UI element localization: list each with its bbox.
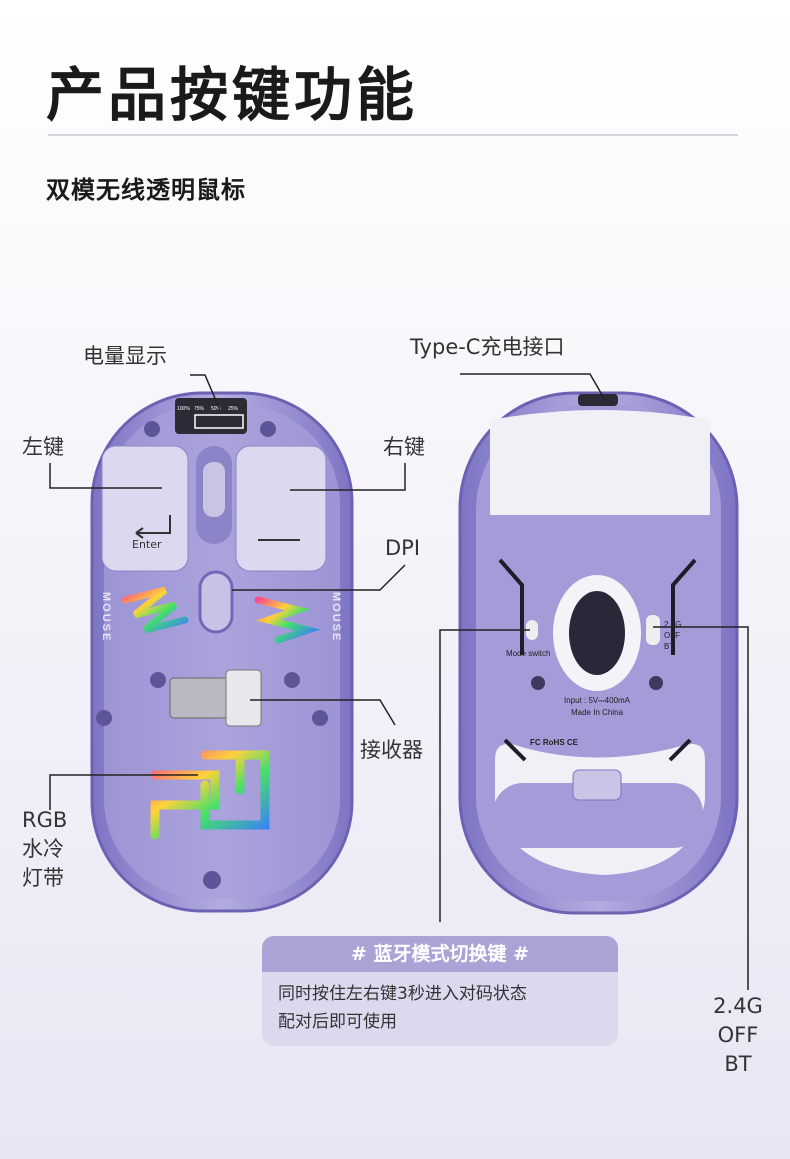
svg-text:FC RoHS CE: FC RoHS CE <box>530 738 579 747</box>
typec-port <box>578 394 618 406</box>
svg-text:BT: BT <box>664 642 674 651</box>
svg-text:75%: 75% <box>194 406 205 412</box>
svg-text:25%: 25% <box>228 406 239 412</box>
label-left-key: 左键 <box>22 435 64 459</box>
label-dpi: DPI <box>385 536 421 560</box>
svg-text:50%: 50% <box>211 406 222 412</box>
label-battery: 电量显示 <box>83 344 167 368</box>
power-switch <box>646 615 660 645</box>
left-button <box>101 445 189 572</box>
page-subtitle: 双模无线透明鼠标 <box>46 176 246 204</box>
right-button <box>235 445 327 572</box>
leader-lines <box>49 373 749 990</box>
dpi-button <box>198 570 234 634</box>
mode-switch-button <box>526 620 538 640</box>
usb-receiver <box>169 677 231 719</box>
battery-levels: 100% 75% 50% 25% <box>177 406 239 412</box>
brand-text-right: MOUSE <box>330 592 342 642</box>
svg-text:Mode switch: Mode switch <box>506 649 550 658</box>
label-right-key: 右键 <box>383 435 425 459</box>
label-rgb: RGB 水冷 灯带 <box>22 808 68 890</box>
svg-text:Made In China: Made In China <box>571 708 624 717</box>
mouse-top-view: 100% 75% 50% 25% Enter MOUSE MOUSE <box>90 391 354 913</box>
brand-text-left: MOUSE <box>100 592 112 642</box>
info-header: # 蓝牙模式切换键 # <box>262 936 618 972</box>
battery-indicator <box>175 398 247 434</box>
svg-text:Enter: Enter <box>132 538 162 551</box>
label-switch: 2.4G OFF BT <box>713 994 763 1076</box>
top-glide-pad <box>490 410 710 515</box>
label-receiver: 接收器 <box>360 738 423 762</box>
info-line: 同时按住左右键3秒进入对码状态 <box>278 984 527 1004</box>
bluetooth-info-box: # 蓝牙模式切换键 # 同时按住左右键3秒进入对码状态 配对后即可使用 <box>262 936 618 1046</box>
svg-text:100%: 100% <box>177 406 190 412</box>
svg-text:Input : 5V⎓400mA: Input : 5V⎓400mA <box>564 696 631 705</box>
page-title: 产品按键功能 <box>46 61 419 129</box>
label-typec: Type-C充电接口 <box>410 335 565 359</box>
vent-grille <box>572 769 622 801</box>
divider <box>48 134 738 136</box>
mouse-bottom-view: Mode switch 2.4G OFF BT Input : 5V⎓400mA… <box>458 391 739 915</box>
info-line: 配对后即可使用 <box>278 1012 397 1032</box>
